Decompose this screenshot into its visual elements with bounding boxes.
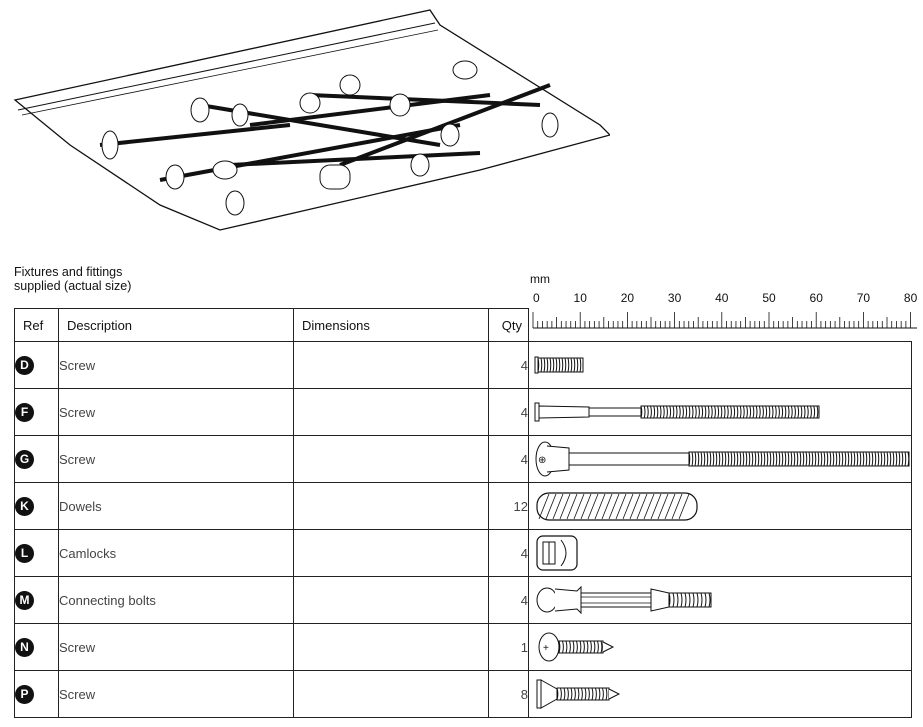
header-dimensions: Dimensions [293,308,489,342]
svg-text:⊕: ⊕ [538,455,546,466]
header-ref: Ref [14,308,59,342]
table-row: M Connecting bolts 4 [14,576,912,624]
ref-cell: D [14,341,59,389]
ref-badge: G [15,449,34,469]
countersunk-screw-icon [536,679,621,709]
description-cell: Screw [58,670,294,718]
qty-cell: 4 [488,576,529,624]
qty-cell: 4 [488,435,529,483]
qty-cell: 8 [488,670,529,718]
extra-long-screw-icon: ⊕ [535,441,910,477]
part-image-cell [528,576,912,624]
dimensions-cell [293,388,489,436]
ruler-unit: mm [530,272,550,286]
dimensions-cell [293,341,489,389]
header-ruler-cell [528,308,912,342]
ref-badge: P [15,684,34,704]
connecting-bolt-icon [536,585,712,615]
description-cell: Dowels [58,482,294,530]
ruler-label: 60 [810,291,824,305]
ref-badge: M [15,590,34,610]
description-cell: Screw [58,388,294,436]
ruler-label: 40 [715,291,729,305]
short-screw-icon [534,356,584,374]
dimensions-cell [293,576,489,624]
header-qty: Qty [488,308,529,342]
ruler-label: 80 [904,291,918,305]
table-row: G Screw 4 ⊕ [14,435,912,483]
ref-badge: K [15,496,34,516]
part-image-cell [528,670,912,718]
ruler-label: 20 [621,291,635,305]
ref-cell: P [14,670,59,718]
qty-cell: 4 [488,341,529,389]
dimensions-cell [293,623,489,671]
description-cell: Screw [58,341,294,389]
part-image-cell [528,529,912,577]
table-row: F Screw 4 [14,388,912,436]
ruler-label: 30 [668,291,682,305]
qty-cell: 12 [488,482,529,530]
ref-badge: N [15,637,34,657]
part-image-cell: + [528,623,912,671]
ref-badge: L [15,543,34,563]
qty-cell: 4 [488,529,529,577]
table-row: L Camlocks 4 [14,529,912,577]
ruler-label: 70 [857,291,871,305]
ref-cell: G [14,435,59,483]
pan-head-screw-icon: + [538,632,615,662]
qty-cell: 4 [488,388,529,436]
part-image-cell [528,341,912,389]
ref-badge: F [15,402,34,422]
dimensions-cell [293,670,489,718]
table-header-row: Ref Description Dimensions Qty [14,308,912,342]
ref-badge: D [15,355,34,375]
ref-cell: N [14,623,59,671]
ref-cell: M [14,576,59,624]
dimensions-cell [293,482,489,530]
ref-cell: L [14,529,59,577]
qty-cell: 1 [488,623,529,671]
ref-cell: F [14,388,59,436]
part-image-cell [528,388,912,436]
description-cell: Connecting bolts [58,576,294,624]
table-row: P Screw 8 [14,670,912,718]
part-image-cell [528,482,912,530]
fittings-caption: Fixtures and fittings supplied (actual s… [14,265,131,293]
description-cell: Screw [58,435,294,483]
ruler-label: 10 [574,291,588,305]
description-cell: Camlocks [58,529,294,577]
table-row: D Screw 4 [14,341,912,389]
ruler-label: 0 [533,291,540,305]
camlock-icon [536,535,578,571]
dowel-icon [536,492,698,521]
dimensions-cell [293,529,489,577]
caption-line-1: Fixtures and fittings [14,265,123,279]
dimensions-cell [293,435,489,483]
svg-text:+: + [543,643,549,654]
ruler-label: 50 [762,291,776,305]
long-screw-icon [534,402,820,422]
caption-line-2: supplied (actual size) [14,279,132,293]
ref-cell: K [14,482,59,530]
description-cell: Screw [58,623,294,671]
table-row: K Dowels 12 [14,482,912,530]
part-image-cell: ⊕ [528,435,912,483]
header-description: Description [58,308,294,342]
table-row: N Screw 1 + [14,623,912,671]
hardware-bag-icon [13,9,610,231]
